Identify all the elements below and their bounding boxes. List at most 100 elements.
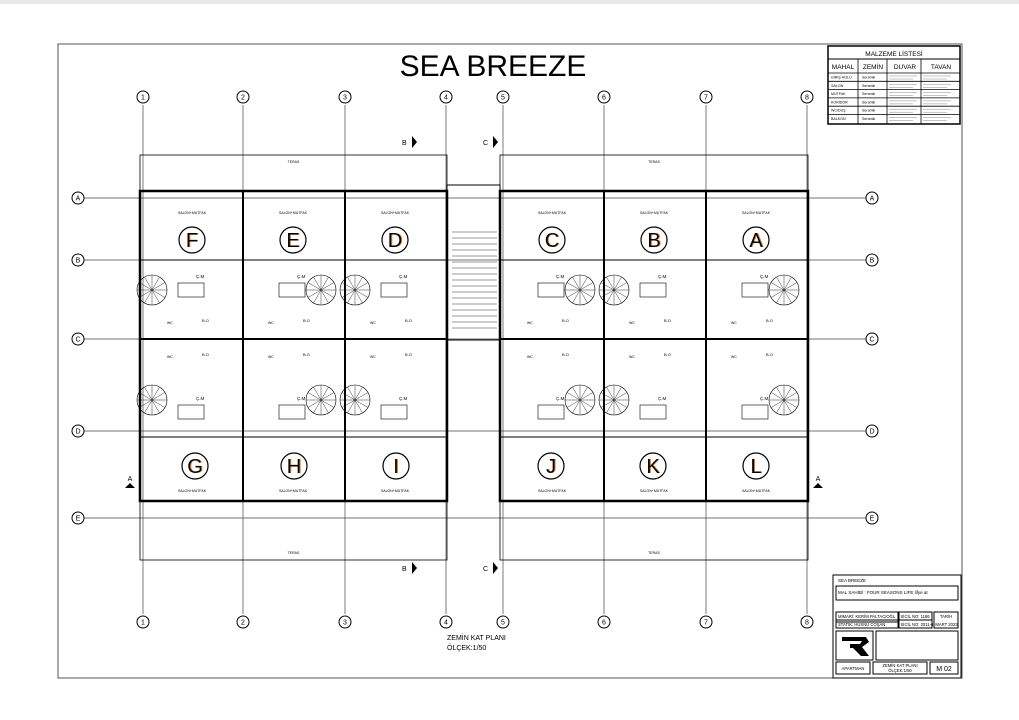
unit-bubble bbox=[640, 226, 668, 254]
stair-tread bbox=[354, 392, 369, 401]
room-label-living: SALON+MUTFAK bbox=[640, 211, 669, 215]
materials-table: MALZEME LİSTESİ MAHAL ZEMİN DUVAR TAVAN … bbox=[827, 45, 961, 125]
wardrobe bbox=[278, 404, 306, 420]
stair-tread bbox=[566, 289, 581, 298]
stair-tread bbox=[151, 276, 160, 291]
unit-letter: H bbox=[287, 456, 301, 478]
grid-bubble bbox=[71, 332, 85, 346]
stair-tread bbox=[151, 386, 160, 401]
stair-tread bbox=[354, 399, 363, 414]
stair-tread bbox=[613, 386, 622, 401]
section-arrow-icon bbox=[493, 136, 498, 148]
grid-bubble-label: D bbox=[869, 429, 874, 436]
grid-bubble bbox=[699, 615, 713, 629]
stair-tread bbox=[776, 289, 785, 304]
room-label-bath: B.O bbox=[664, 318, 671, 323]
stair-tread bbox=[572, 399, 581, 414]
grid-bubble-label: 3 bbox=[343, 620, 347, 627]
grid-bubble-label: 5 bbox=[501, 620, 505, 627]
room-label-wardrobe: Ç.M bbox=[399, 274, 408, 279]
grid-bubble-label: 6 bbox=[602, 95, 606, 102]
wardrobe bbox=[380, 282, 408, 298]
drawing-title: SEA BREEZE bbox=[400, 50, 587, 83]
tb-architect: MİMARİ: KERİM PALTACIOĞL bbox=[838, 614, 896, 619]
room-label-bath: B.O bbox=[303, 352, 310, 357]
stair-tread bbox=[151, 399, 160, 414]
unit-letter: E bbox=[286, 230, 299, 252]
section-arrow-icon bbox=[412, 136, 417, 148]
grid-bubble bbox=[597, 90, 611, 104]
room-label-wc: WC bbox=[629, 355, 635, 359]
room-label-bath: B.O bbox=[766, 318, 773, 323]
grid-bubble-label: 1 bbox=[141, 620, 145, 627]
wardrobe bbox=[537, 282, 565, 298]
grid-bubble-label: 3 bbox=[343, 95, 347, 102]
room-label-living: SALON+MUTFAK bbox=[381, 211, 410, 215]
room-label-living: SALON+MUTFAK bbox=[742, 489, 771, 493]
unit-letter: J bbox=[546, 456, 556, 478]
stair-tread bbox=[313, 399, 322, 414]
room-label-terrace: TERAS bbox=[288, 160, 300, 164]
plan-label: ZEMİN KAT PLANI bbox=[447, 633, 506, 642]
stair-tread bbox=[783, 399, 792, 414]
grid-bubble bbox=[865, 253, 879, 267]
stair-tread bbox=[144, 399, 153, 414]
room-label-wardrobe: Ç.M bbox=[658, 396, 667, 401]
grid-bubble-label: E bbox=[76, 516, 81, 523]
stair-tread bbox=[600, 289, 615, 298]
stair-tread bbox=[572, 276, 581, 291]
materials-mahal: KORİDOR bbox=[831, 99, 848, 104]
stair-tread bbox=[354, 399, 369, 408]
room-label-bath: B.O bbox=[303, 318, 310, 323]
grid-bubble bbox=[865, 332, 879, 346]
room-label-bath: B.O bbox=[405, 352, 412, 357]
unit-bubble bbox=[742, 452, 770, 480]
room-label-bath: B.O bbox=[664, 352, 671, 357]
stair-tread bbox=[606, 386, 615, 401]
stair-tread bbox=[566, 392, 581, 401]
section-marker-label: A bbox=[128, 476, 133, 483]
stair-tread bbox=[579, 399, 594, 408]
stair-tread bbox=[783, 276, 792, 291]
unit-bubble bbox=[178, 226, 206, 254]
room-label-wc: WC bbox=[370, 321, 376, 325]
sheet-border bbox=[57, 43, 963, 679]
stair-tread bbox=[138, 392, 153, 401]
unit-letter: G bbox=[187, 456, 203, 478]
building-exterior-wall bbox=[498, 189, 810, 503]
room-label-wardrobe: Ç.M bbox=[297, 396, 306, 401]
room-label-living: SALON+MUTFAK bbox=[538, 211, 567, 215]
materials-zemin: Seramik bbox=[862, 92, 875, 96]
stair-tread bbox=[354, 289, 363, 304]
stair-tread bbox=[151, 289, 160, 304]
section-marker-label: C bbox=[483, 140, 488, 147]
stair-tread bbox=[320, 289, 335, 298]
stair-tread bbox=[770, 289, 785, 298]
section-marker-label: B bbox=[402, 566, 407, 573]
room-label-bath: B.O bbox=[562, 352, 569, 357]
grid-bubble bbox=[865, 191, 879, 205]
stair-tread bbox=[151, 392, 166, 401]
unit-letter: I bbox=[393, 456, 399, 478]
materials-mahal: GİRİŞ HOLÜ bbox=[831, 75, 852, 80]
room-label-living: SALON+MUTFAK bbox=[742, 211, 771, 215]
grid-bubble bbox=[496, 90, 510, 104]
unit-bubble bbox=[279, 226, 307, 254]
grid-bubble bbox=[496, 615, 510, 629]
stair-tread bbox=[151, 289, 166, 298]
title-block: SEA BREEZE MAL SAHİBİ : FOUR SEASONS LIF… bbox=[832, 574, 962, 679]
stair-tread bbox=[313, 386, 322, 401]
room-label-bath: B.O bbox=[202, 318, 209, 323]
grid-bubble bbox=[439, 615, 453, 629]
room-label-wardrobe: Ç.M bbox=[196, 396, 205, 401]
stair-tread bbox=[783, 399, 798, 408]
scale-label: ÖLÇEK:1/50 bbox=[447, 644, 486, 652]
room-label-living: SALON+MUTFAK bbox=[640, 489, 669, 493]
stair-tread bbox=[613, 399, 628, 408]
grid-bubble bbox=[865, 424, 879, 438]
grid-bubble bbox=[236, 90, 250, 104]
stair-tread bbox=[783, 386, 792, 401]
room-label-living: SALON+MUTFAK bbox=[178, 489, 207, 493]
materials-mahal: SALON bbox=[831, 84, 844, 88]
